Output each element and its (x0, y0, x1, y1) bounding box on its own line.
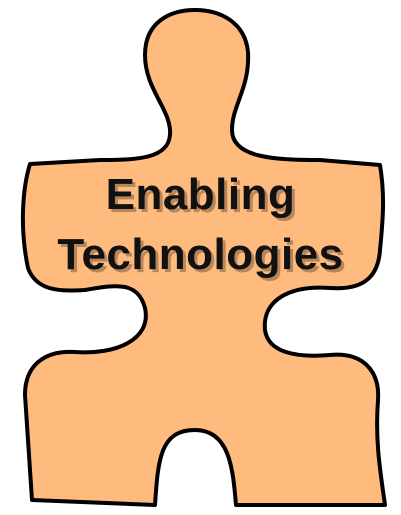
label-line2: Technologies (57, 230, 344, 279)
label-line1: Enabling (105, 170, 296, 219)
